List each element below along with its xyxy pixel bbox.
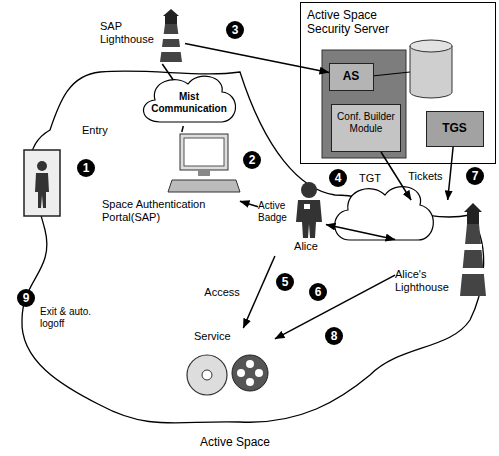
callout-number: 2 xyxy=(243,151,261,169)
edge-label: Access xyxy=(202,286,241,299)
callout-number: 7 xyxy=(466,167,484,185)
connector-arrow xyxy=(448,147,453,200)
active-space-outline xyxy=(22,71,484,423)
callout-number: 6 xyxy=(309,283,327,301)
node-text: Alice's Lighthouse xyxy=(395,268,455,293)
portal-node: Space Authentication Portal(SAP) xyxy=(100,132,240,228)
service-icon xyxy=(187,355,268,395)
exit-label: Exit & auto. logoff xyxy=(40,306,98,329)
person-icon xyxy=(296,182,322,238)
callout-number: 9 xyxy=(17,289,35,307)
connector-arrow xyxy=(243,256,275,328)
node-text: AS xyxy=(330,70,372,84)
server-panel xyxy=(322,50,406,158)
lighthouse-node: SAP Lighthouse xyxy=(100,6,185,64)
door-icon xyxy=(24,150,60,216)
tgs-box: TGS xyxy=(426,111,484,147)
computer-icon xyxy=(168,134,240,192)
callout-number: 3 xyxy=(226,21,244,39)
network-cloud xyxy=(335,187,434,240)
edge-label: Tickets xyxy=(406,170,444,183)
database-cylinder xyxy=(410,40,452,98)
db-link xyxy=(372,72,410,76)
node-text: Alice xyxy=(288,240,324,253)
mist-cloud xyxy=(144,76,236,122)
node-text: Active Space Security Server xyxy=(307,9,407,37)
node-text: Active Badge xyxy=(258,200,292,223)
callout-number: 1 xyxy=(77,159,95,177)
connector-arrow xyxy=(240,201,258,207)
alice-lighthouse-icon xyxy=(460,203,486,296)
connector-arrow xyxy=(185,44,329,73)
callout-number: 4 xyxy=(329,169,347,187)
server-box: Active Space Security ServerAS Conf. Buil… xyxy=(300,2,496,164)
sap-lighthouse-icon xyxy=(160,9,182,62)
node-text: SAP Lighthouse xyxy=(100,20,156,45)
callout-number: 8 xyxy=(325,327,343,345)
callout-number: 5 xyxy=(276,273,294,291)
user-node: Active BadgeAlice xyxy=(258,178,326,256)
region-label: Active Space xyxy=(200,436,290,450)
cloud-node: Mist Communication xyxy=(148,80,230,126)
node-text: Mist Communication xyxy=(150,91,228,114)
node-text: Service xyxy=(194,330,244,343)
node-text: Conf. Builder Module xyxy=(334,111,398,134)
as-box: AS xyxy=(329,63,374,91)
entry-label: Entry xyxy=(82,124,122,137)
connector-arrow xyxy=(182,126,184,132)
service-node: Service xyxy=(180,328,275,400)
connector-arrow xyxy=(162,64,173,80)
node-text: Space Authentication Portal(SAP) xyxy=(102,198,238,223)
node-text: TGS xyxy=(427,122,482,136)
conf-builder-box: Conf. Builder Module xyxy=(331,104,401,152)
lighthouse-node: Alice's Lighthouse xyxy=(395,200,490,300)
connector-arrow xyxy=(326,225,395,240)
edge-label: TGT xyxy=(357,172,383,185)
